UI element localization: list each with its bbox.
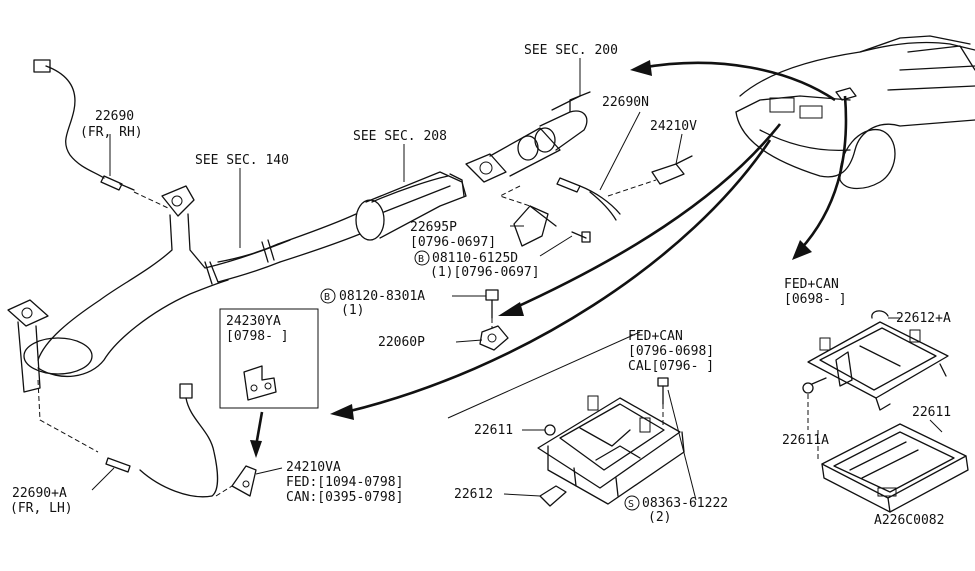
label-22690n: 22690N bbox=[602, 95, 649, 110]
arrow-to-ecm-right bbox=[799, 95, 848, 251]
ecm-bracket-mid bbox=[537, 395, 685, 505]
label-22060p: 22060P bbox=[378, 335, 425, 350]
arrowhead-24230ya bbox=[250, 440, 262, 458]
bolt-08120 bbox=[485, 289, 499, 319]
sensor-22690-rh bbox=[33, 59, 135, 191]
sensor-22690a-lh bbox=[105, 383, 219, 498]
label-see-sec-200: SEE SEC. 200 bbox=[524, 43, 618, 58]
label-22690-location: (FR, RH) bbox=[80, 125, 143, 140]
label-22695p-date: [0796-0697] bbox=[410, 235, 496, 250]
label-22695p: 22695P bbox=[410, 220, 457, 235]
arrow-to-sec-200 bbox=[639, 61, 836, 102]
label-08110: 08110-6125D bbox=[432, 251, 518, 266]
label-08363: 08363-61222 bbox=[642, 496, 728, 511]
catalytic-converter bbox=[355, 171, 467, 241]
leader-22060p bbox=[455, 339, 483, 343]
label-08363-qty: (2) bbox=[648, 510, 671, 525]
label-24210v: 24210V bbox=[650, 119, 697, 134]
dash-bracket bbox=[498, 185, 531, 207]
leader-08363 bbox=[667, 389, 697, 501]
label-22690: 22690 bbox=[95, 109, 134, 124]
detail-box-24230ya bbox=[219, 308, 319, 409]
grommet-22611-mid bbox=[544, 424, 556, 436]
arrow-to-24210va bbox=[345, 139, 772, 414]
leader-22690a bbox=[91, 467, 115, 491]
grommet-22611a bbox=[802, 377, 827, 394]
label-08120: 08120-8301A bbox=[339, 289, 425, 304]
label-fedcan-right-date: [0698- ] bbox=[784, 292, 847, 307]
arrowhead-24210va bbox=[330, 404, 354, 420]
vehicle-outline bbox=[735, 35, 975, 190]
sensor-22690n bbox=[556, 177, 621, 221]
label-24210va: 24210VA bbox=[286, 460, 341, 475]
leader-22611-right bbox=[929, 419, 943, 433]
label-cal-mid: CAL[0796- ] bbox=[628, 359, 714, 374]
ecm-unit-22611 bbox=[821, 423, 969, 513]
label-22612a: 22612+A bbox=[896, 311, 951, 326]
label-see-sec-208: SEE SEC. 208 bbox=[353, 129, 447, 144]
s-letter-08363: S bbox=[628, 499, 634, 510]
label-08120-qty: (1) bbox=[341, 303, 364, 318]
s-symbol-08363 bbox=[624, 495, 640, 511]
label-22612-mid: 22612 bbox=[454, 487, 493, 502]
knock-sensor-22060p bbox=[479, 325, 509, 351]
label-fedcan-mid-date: [0796-0698] bbox=[628, 344, 714, 359]
center-pipe bbox=[465, 91, 591, 183]
bracket-22695p bbox=[513, 205, 557, 247]
leader-22612-mid bbox=[503, 493, 541, 497]
dash-22690 bbox=[133, 191, 169, 209]
reference-code: A226C0082 bbox=[874, 513, 944, 528]
label-24210va-can: CAN:[0395-0798] bbox=[286, 490, 403, 505]
leader-24210va bbox=[255, 467, 283, 475]
label-22611-right: 22611 bbox=[912, 405, 951, 420]
b-letter-08110: B bbox=[418, 254, 424, 265]
label-22690a-location: (FR, LH) bbox=[10, 501, 73, 516]
leader-22690n bbox=[599, 111, 641, 191]
dash-24210va bbox=[215, 485, 233, 497]
label-08110-qty: (1)[0796-0697] bbox=[430, 265, 540, 280]
dash-22690a bbox=[37, 379, 99, 453]
bolt-08363 bbox=[657, 377, 669, 405]
clip-24210va bbox=[231, 465, 257, 497]
b-symbol-08110 bbox=[414, 250, 430, 266]
bracket-24230ya bbox=[243, 365, 277, 401]
label-22611-mid: 22611 bbox=[474, 423, 513, 438]
arrowhead-ecm-right bbox=[792, 240, 812, 260]
arrow-to-22060p bbox=[509, 123, 782, 312]
b-letter-08120: B bbox=[324, 292, 330, 303]
label-fedcan-right: FED+CAN bbox=[784, 277, 839, 292]
label-24210va-fed: FED:[1094-0798] bbox=[286, 475, 403, 490]
arrowhead-22060p bbox=[498, 302, 524, 316]
ecm-bracket-right bbox=[807, 310, 949, 411]
bolt-08110 bbox=[571, 231, 591, 243]
leader-08110 bbox=[539, 235, 573, 257]
dash-24210v bbox=[607, 179, 657, 197]
label-22690a: 22690+A bbox=[12, 486, 67, 501]
label-22611a: 22611A bbox=[782, 433, 829, 448]
arrow-24230ya bbox=[254, 411, 264, 447]
label-24230ya-date: [0798- ] bbox=[226, 329, 289, 344]
b-symbol-08120 bbox=[320, 288, 336, 304]
label-fedcan-mid: FED+CAN bbox=[628, 329, 683, 344]
clip-24210v bbox=[651, 155, 693, 185]
arrowhead-sec-200 bbox=[630, 60, 652, 76]
clip-22612-mid bbox=[539, 485, 567, 507]
front-exhaust-pipe bbox=[7, 185, 361, 393]
label-see-sec-140: SEE SEC. 140 bbox=[195, 153, 289, 168]
label-24230ya: 24230YA bbox=[226, 314, 281, 329]
leader-24210v bbox=[675, 133, 683, 165]
divider-line bbox=[447, 331, 641, 419]
